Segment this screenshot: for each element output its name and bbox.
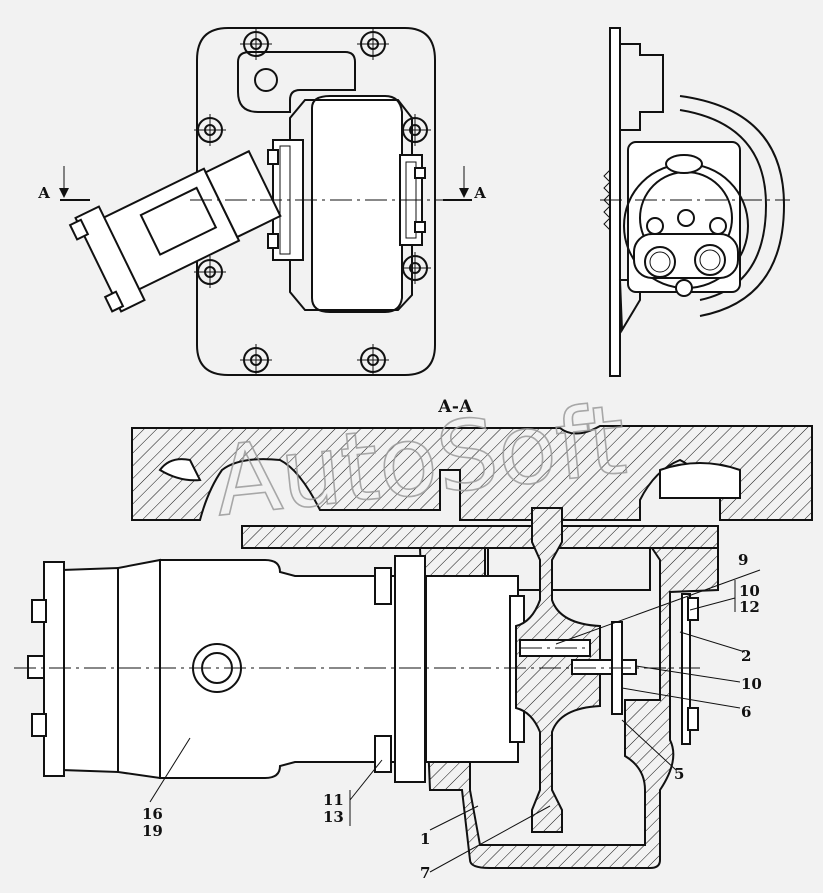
- callout-9: 9: [738, 551, 748, 569]
- front-view: [68, 27, 445, 377]
- section-marker-left: А: [38, 166, 90, 202]
- leader-lines: [149, 569, 761, 873]
- callout-7: 7: [420, 864, 430, 882]
- callout-6: 6: [741, 703, 751, 721]
- callout-5: 5: [674, 765, 684, 783]
- side-view: [600, 27, 790, 377]
- section-title: А-А: [438, 397, 473, 417]
- section-mark-left-label: А: [38, 184, 51, 202]
- section-view: [14, 425, 813, 869]
- callout-10a: 10: [739, 582, 760, 600]
- callout-13: 13: [323, 808, 344, 826]
- callout-16: 16: [142, 805, 163, 823]
- callout-1: 1: [420, 830, 430, 848]
- callout-2: 2: [741, 647, 751, 665]
- callout-19: 19: [142, 822, 163, 840]
- section-marker-right: А: [443, 166, 487, 202]
- callout-12: 12: [739, 598, 760, 616]
- callouts: 9 10 12 2 10 6 5 11 13 16 19 1 7: [142, 551, 762, 882]
- callout-11: 11: [323, 791, 344, 809]
- section-mark-right-label: А: [474, 184, 487, 202]
- callout-10b: 10: [741, 675, 762, 693]
